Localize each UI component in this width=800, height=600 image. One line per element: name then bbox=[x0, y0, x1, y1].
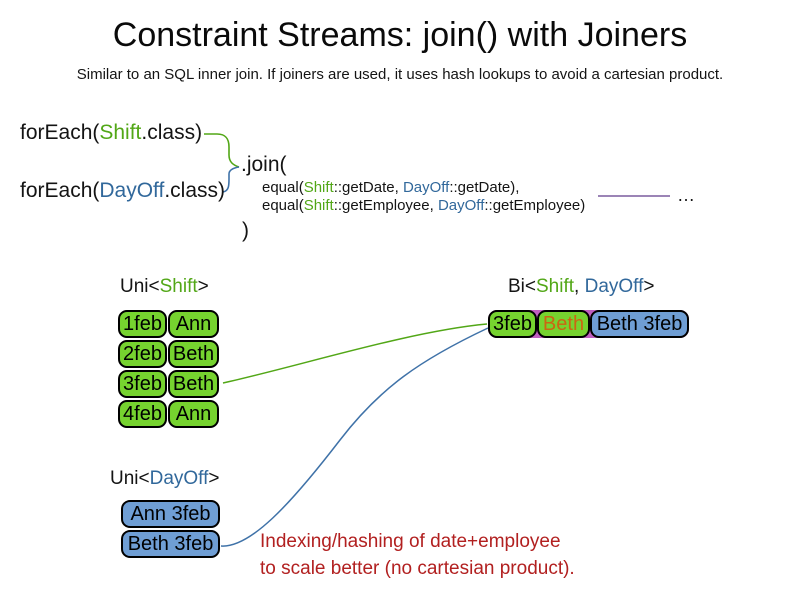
uni-dayoff-label: Uni<DayOff> bbox=[110, 468, 220, 490]
shift-match-green-curve bbox=[222, 323, 488, 384]
page-title: Constraint Streams: join() with Joiners bbox=[112, 16, 688, 54]
indexing-annotation: Indexing/hashing of date+employee to sca… bbox=[260, 528, 575, 582]
uni-shift-label: Uni<Shift> bbox=[120, 276, 209, 298]
code-text: ::getEmployee, bbox=[333, 197, 438, 214]
code-joiner-date: equal(Shift::getDate, DayOff::getDate), bbox=[262, 179, 519, 196]
shift-date-cell: 4feb bbox=[118, 400, 167, 428]
dayoff-class-token: DayOff bbox=[437, 197, 485, 214]
page-subtitle: Similar to an SQL inner join. If joiners… bbox=[76, 66, 724, 83]
shift-employee-cell: Beth bbox=[168, 340, 219, 368]
label-text: > bbox=[208, 468, 220, 489]
code-join-close: ) bbox=[242, 219, 249, 242]
table-row: Beth 3feb bbox=[121, 530, 220, 558]
label-text: > bbox=[197, 276, 209, 297]
shift-employee-cell: Ann bbox=[168, 310, 219, 338]
shift-date-cell: 3feb bbox=[118, 370, 167, 398]
dayoff-class-token: DayOff bbox=[149, 468, 209, 489]
shift-class-token: Shift bbox=[536, 276, 575, 297]
dayoff-match-blue-curve bbox=[220, 327, 489, 547]
dayoff-class-token: DayOff bbox=[584, 276, 644, 297]
more-joiners-ellipsis: … bbox=[677, 185, 696, 205]
uni-dayoff-table: Ann 3feb Beth 3feb bbox=[121, 500, 220, 560]
shift-class-token: Shift bbox=[99, 121, 142, 144]
shift-date-cell: 3feb bbox=[488, 310, 537, 338]
brace-top-green-line bbox=[204, 133, 240, 168]
shift-class-token: Shift bbox=[303, 197, 334, 214]
annotation-line: to scale better (no cartesian product). bbox=[260, 558, 575, 579]
shift-class-token: Shift bbox=[159, 276, 198, 297]
code-text: equal( bbox=[262, 179, 304, 196]
code-text: ::getDate), bbox=[449, 179, 520, 196]
dayoff-class-token: DayOff bbox=[402, 179, 450, 196]
annotation-line: Indexing/hashing of date+employee bbox=[260, 531, 561, 552]
shift-employee-cell: Ann bbox=[168, 400, 219, 428]
dayoff-cell: Beth 3feb bbox=[121, 530, 220, 558]
dayoff-cell: Beth 3feb bbox=[590, 310, 689, 338]
code-text: equal( bbox=[262, 197, 304, 214]
dayoff-cell: Ann 3feb bbox=[121, 500, 220, 528]
label-text: Uni< bbox=[120, 276, 160, 297]
table-row: 4feb Ann bbox=[118, 400, 219, 428]
table-row: Ann 3feb bbox=[121, 500, 220, 528]
code-joiner-employee: equal(Shift::getEmployee, DayOff::getEmp… bbox=[262, 197, 585, 214]
bi-tuple-row: 3feb Beth Beth 3feb bbox=[488, 310, 689, 338]
shift-employee-cell: Beth bbox=[168, 370, 219, 398]
code-text: .class) bbox=[141, 121, 203, 144]
code-foreach-dayoff: forEach(DayOff.class) bbox=[20, 179, 225, 203]
dayoff-class-token: DayOff bbox=[99, 179, 165, 202]
shift-date-cell: 2feb bbox=[118, 340, 167, 368]
table-row: 1feb Ann bbox=[118, 310, 219, 338]
code-text: ::getEmployee) bbox=[484, 197, 586, 214]
bi-label: Bi<Shift, DayOff> bbox=[508, 276, 654, 298]
shift-class-token: Shift bbox=[303, 179, 334, 196]
code-text: forEach( bbox=[20, 121, 100, 144]
shift-employee-cell: Beth bbox=[537, 310, 590, 338]
code-text: ::getDate, bbox=[333, 179, 403, 196]
table-row: 2feb Beth bbox=[118, 340, 219, 368]
shift-date-cell: 1feb bbox=[118, 310, 167, 338]
brace-bottom-blue-line bbox=[222, 166, 240, 193]
table-row: 3feb Beth bbox=[118, 370, 219, 398]
code-text: forEach( bbox=[20, 179, 100, 202]
code-text: .class) bbox=[164, 179, 226, 202]
label-text: Uni< bbox=[110, 468, 150, 489]
code-foreach-shift: forEach(Shift.class) bbox=[20, 121, 202, 145]
label-text: > bbox=[643, 276, 655, 297]
label-text: Bi< bbox=[508, 276, 536, 297]
code-join-open: .join( bbox=[241, 153, 287, 176]
label-text: , bbox=[574, 276, 585, 297]
uni-shift-table: 1feb Ann 2feb Beth 3feb Beth 4feb Ann bbox=[118, 310, 219, 430]
employee-name: Beth bbox=[542, 312, 585, 335]
